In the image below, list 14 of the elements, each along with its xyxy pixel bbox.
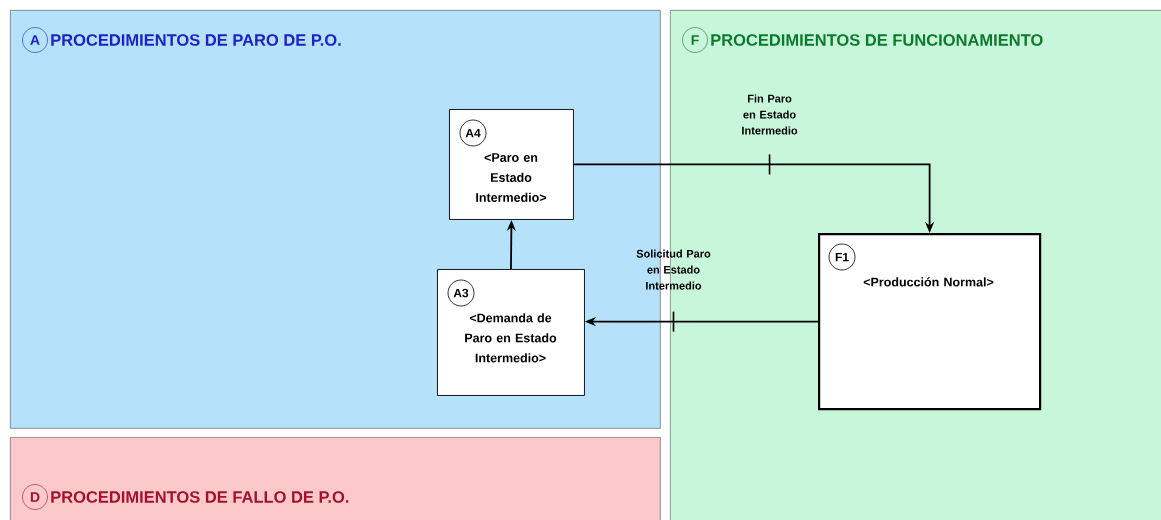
- step-text: <Demanda de Paro en Estado Intermedio>: [465, 313, 557, 363]
- step-text: <Paro en Estado Intermedio>: [476, 153, 547, 202]
- step-number: F1: [828, 243, 856, 271]
- edge-label: Fin Paro en Estado Intermedio: [742, 94, 798, 135]
- circled-letter: D: [22, 484, 48, 510]
- edge-label: Solicitud Paro en Estado Intermedio: [636, 249, 711, 290]
- circled-letter: F: [682, 27, 708, 53]
- zone-title: PROCEDIMIENTOS DE FUNCIONAMIENTO: [711, 34, 1043, 46]
- step-number: A4: [459, 119, 487, 147]
- zone-title: PROCEDIMIENTOS DE FALLO DE P.O.: [51, 491, 349, 503]
- step-number: A3: [447, 279, 475, 307]
- zone-title: PROCEDIMIENTOS DE PARO DE P.O.: [51, 34, 341, 46]
- circled-letter: A: [22, 27, 48, 53]
- step-text: <Producción Normal>: [863, 277, 994, 287]
